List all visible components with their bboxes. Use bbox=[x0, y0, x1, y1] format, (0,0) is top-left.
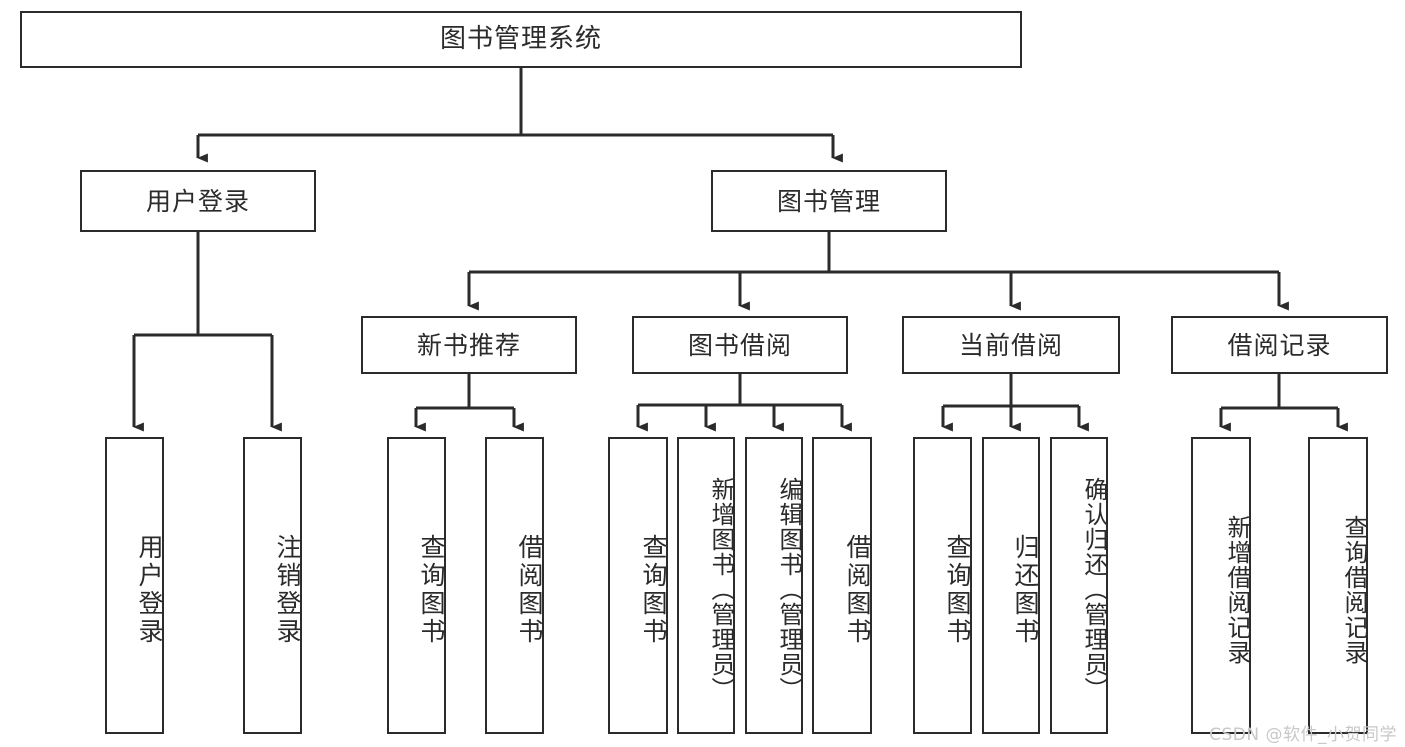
leaf-borrow-book-recommend[interactable]: 借阅图书 bbox=[485, 437, 544, 734]
leaf-logout[interactable]: 注销登录 bbox=[243, 437, 302, 734]
node-label: 注销登录 bbox=[273, 533, 302, 646]
leaf-query-book-current[interactable]: 查询图书 bbox=[913, 437, 972, 734]
node-label: 归还图书 bbox=[1011, 533, 1040, 646]
node-label: 新增借阅记录 bbox=[1223, 514, 1251, 665]
leaf-edit-book-admin[interactable]: 编辑图书（管理员） bbox=[745, 437, 803, 734]
node-label: 当前借阅 bbox=[958, 330, 1063, 360]
node-book-management[interactable]: 图书管理 bbox=[711, 170, 947, 232]
node-label: 借阅图书 bbox=[515, 533, 544, 646]
leaf-user-login[interactable]: 用户登录 bbox=[105, 437, 164, 734]
node-label: 查询借阅记录 bbox=[1340, 514, 1368, 665]
leaf-query-book-borrow[interactable]: 查询图书 bbox=[608, 437, 668, 734]
node-label: 借阅图书 bbox=[843, 533, 872, 646]
leaf-return-book[interactable]: 归还图书 bbox=[982, 437, 1040, 734]
node-new-book-recommend[interactable]: 新书推荐 bbox=[361, 316, 577, 374]
node-label: 用户登录 bbox=[135, 533, 164, 646]
node-book-borrow[interactable]: 图书借阅 bbox=[632, 316, 848, 374]
node-label: 图书借阅 bbox=[687, 330, 792, 360]
node-label: 图书管理系统 bbox=[439, 24, 602, 55]
node-label: 用户登录 bbox=[145, 186, 250, 216]
leaf-confirm-return-admin[interactable]: 确认归还（管理员） bbox=[1050, 437, 1108, 734]
leaf-query-borrow-record[interactable]: 查询借阅记录 bbox=[1308, 437, 1368, 734]
leaf-add-borrow-record[interactable]: 新增借阅记录 bbox=[1191, 437, 1251, 734]
node-label: 查询图书 bbox=[943, 533, 972, 646]
leaf-add-book-admin[interactable]: 新增图书（管理员） bbox=[677, 437, 735, 734]
node-label: 新书推荐 bbox=[416, 330, 521, 360]
node-label: 编辑图书（管理员） bbox=[775, 477, 803, 702]
node-root-system[interactable]: 图书管理系统 bbox=[20, 11, 1022, 68]
node-label: 查询图书 bbox=[417, 533, 446, 646]
leaf-query-book-recommend[interactable]: 查询图书 bbox=[387, 437, 446, 734]
node-label: 借阅记录 bbox=[1227, 330, 1332, 360]
node-user-login[interactable]: 用户登录 bbox=[80, 170, 316, 232]
node-label: 查询图书 bbox=[639, 533, 668, 646]
leaf-borrow-book[interactable]: 借阅图书 bbox=[812, 437, 872, 734]
node-borrow-record[interactable]: 借阅记录 bbox=[1171, 316, 1388, 374]
node-label: 图书管理 bbox=[776, 186, 881, 216]
node-label: 确认归还（管理员） bbox=[1080, 477, 1108, 702]
node-current-borrow[interactable]: 当前借阅 bbox=[902, 316, 1120, 374]
node-label: 新增图书（管理员） bbox=[707, 477, 735, 702]
